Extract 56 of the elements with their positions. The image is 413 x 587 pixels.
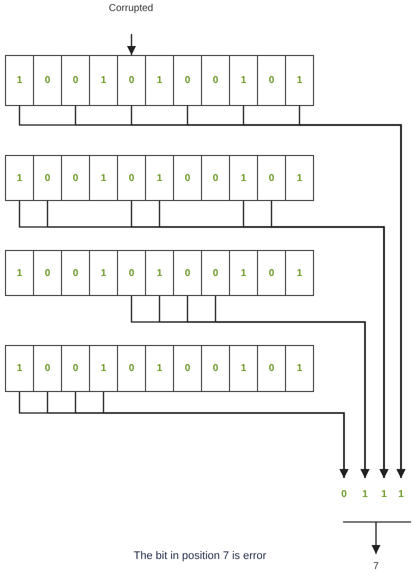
- bit-cell: 1: [5, 55, 34, 106]
- bit-cell: 0: [173, 155, 202, 201]
- bit-cell: 1: [89, 345, 118, 392]
- arrow: [214, 296, 370, 478]
- bit-cell: 1: [5, 155, 34, 201]
- bit-cell: 1: [145, 250, 174, 296]
- bit-cell: 1: [285, 155, 314, 201]
- bit-cell: 1: [145, 155, 174, 201]
- bit-cell: 0: [117, 55, 146, 106]
- parity-bit: 1: [358, 486, 372, 502]
- parity-bit: 1: [377, 486, 391, 502]
- bit-cell: 0: [33, 55, 62, 106]
- bit-cell: 0: [173, 250, 202, 296]
- bit-cell: 0: [117, 250, 146, 296]
- bit-cell: 1: [89, 250, 118, 296]
- text-label: Corrupted: [101, 0, 161, 16]
- bit-cell: 0: [201, 155, 230, 201]
- bit-cell: 1: [229, 345, 258, 392]
- bit-cell: 0: [33, 155, 62, 201]
- bit-cell: 0: [173, 345, 202, 392]
- parity-bit: 0: [337, 486, 351, 502]
- bit-cell: 0: [201, 345, 230, 392]
- bit-cell: 0: [33, 345, 62, 392]
- bit-cell: 0: [61, 250, 90, 296]
- arrow: [298, 106, 406, 478]
- bit-cell: 1: [5, 250, 34, 296]
- bit-cell: 0: [257, 155, 286, 201]
- bit-cell: 0: [61, 55, 90, 106]
- bit-cell: 1: [89, 155, 118, 201]
- bit-cell: 0: [257, 250, 286, 296]
- bit-cell: 1: [229, 55, 258, 106]
- bit-cell: 1: [285, 55, 314, 106]
- bit-cell: 1: [285, 345, 314, 392]
- bit-cell: 0: [117, 345, 146, 392]
- bit-cell: 0: [257, 345, 286, 392]
- bit-cell: 1: [145, 345, 174, 392]
- bit-cell: 0: [33, 250, 62, 296]
- bit-cell: 1: [5, 345, 34, 392]
- arrow: [371, 522, 381, 554]
- bit-cell: 0: [201, 250, 230, 296]
- bit-cell: 0: [257, 55, 286, 106]
- text-label: 7: [369, 558, 383, 574]
- parity-bit: 1: [394, 486, 408, 502]
- bit-cell: 1: [229, 250, 258, 296]
- result-note: The bit in position 7 is error: [132, 550, 268, 562]
- arrow: [126, 34, 136, 55]
- bit-cell: 0: [61, 155, 90, 201]
- bit-cell: 1: [145, 55, 174, 106]
- bit-cell: 0: [201, 55, 230, 106]
- bit-cell: 0: [173, 55, 202, 106]
- bit-cell: 1: [285, 250, 314, 296]
- arrow: [270, 201, 389, 478]
- bit-cell: 1: [229, 155, 258, 201]
- bit-cell: 0: [61, 345, 90, 392]
- bit-cell: 1: [89, 55, 118, 106]
- bit-cell: 0: [117, 155, 146, 201]
